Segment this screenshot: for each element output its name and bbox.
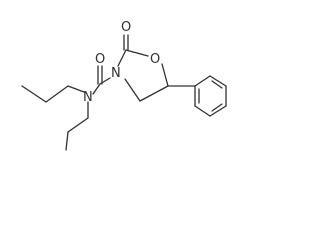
bond-c4-n3 (124, 78, 141, 102)
bond-ph-5 (194, 105, 211, 117)
atom-o-ring: O (150, 52, 160, 67)
bond-propyl2-2 (67, 117, 89, 133)
bond-n3-c2 (117, 49, 127, 67)
bond-amide-c-n (92, 83, 101, 95)
bond-ph-2 (209, 75, 227, 87)
atom-o-ring-carbonyl: O (121, 20, 131, 35)
structure-diagram: O O N O N (21, 20, 227, 151)
bond-propyl1-3 (21, 85, 47, 103)
bond-c2-o1 (125, 49, 149, 57)
bond-ph-inner-a (211, 80, 223, 89)
atom-o-amide: O (95, 52, 105, 67)
bond-n-propyl1-1 (67, 85, 85, 93)
atom-n-ring: N (111, 66, 121, 81)
bond-ph-4 (209, 105, 227, 117)
bond-c5-c4 (139, 85, 169, 102)
bond-ph-1 (194, 75, 211, 87)
atom-n-amide: N (83, 90, 93, 105)
bond-ph-inner-b (211, 103, 223, 112)
bond-o1-c5 (161, 63, 169, 87)
bond-propyl2-3 (65, 131, 69, 151)
bond-propyl1-2 (45, 85, 69, 103)
